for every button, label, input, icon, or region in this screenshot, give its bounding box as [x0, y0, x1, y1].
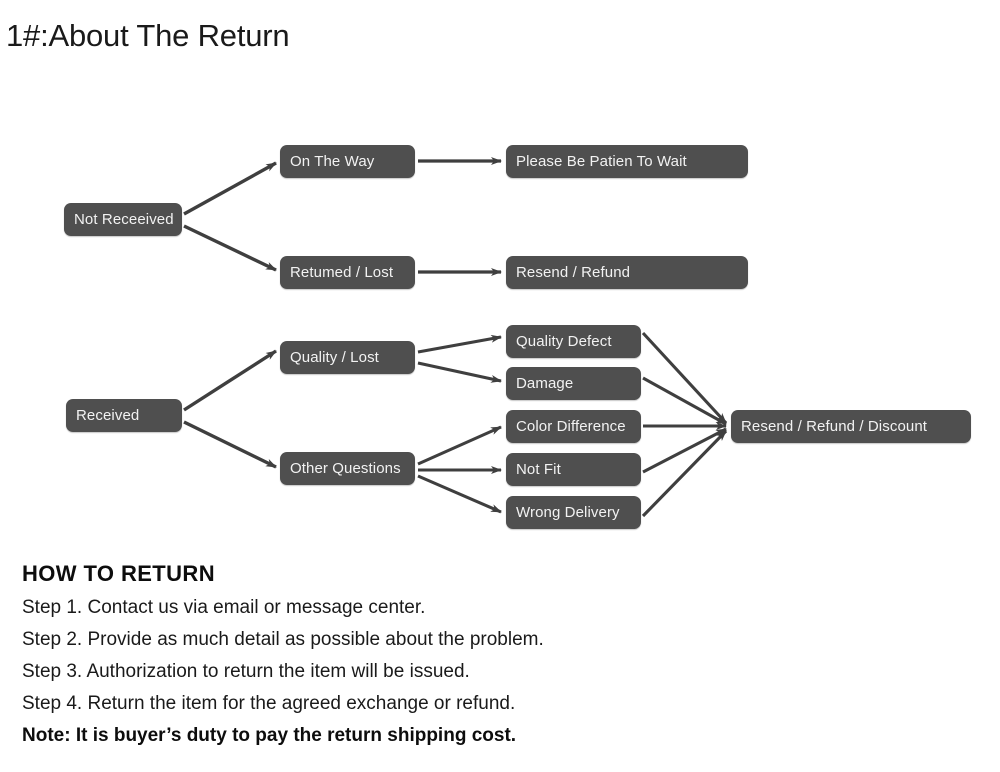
node-damage[interactable]: Damage — [506, 367, 641, 400]
node-quality-lost[interactable]: Quality / Lost — [280, 341, 415, 374]
how-to-return-note: Note: It is buyer’s duty to pay the retu… — [22, 725, 517, 747]
connector-notfit-to-outcome — [642, 427, 727, 474]
connector-notreceived-to-returnedlost — [183, 224, 277, 272]
node-wrong-delivery[interactable]: Wrong Delivery — [506, 496, 641, 529]
how-to-return-heading: HOW TO RETURN — [22, 561, 216, 586]
connector-notreceived-to-ontheway — [183, 161, 277, 216]
connector-received-to-otherquestions — [183, 420, 277, 469]
node-please-be-patient-to-wait[interactable]: Please Be Patien To Wait — [506, 145, 748, 178]
connector-qualitydefect-to-outcome — [641, 331, 728, 425]
node-other-questions[interactable]: Other Questions — [280, 452, 415, 485]
connector-qualitylost-to-qualitydefect — [417, 334, 502, 354]
how-to-return-step-1: Step 1. Contact us via email or message … — [22, 597, 426, 619]
node-resend-refund-discount[interactable]: Resend / Refund / Discount — [731, 410, 971, 443]
connector-qualitylost-to-damage — [417, 361, 502, 383]
node-on-the-way[interactable]: On The Way — [280, 145, 415, 178]
connector-wrongdelivery-to-outcome — [641, 429, 728, 518]
node-returned-lost[interactable]: Retumed / Lost — [280, 256, 415, 289]
how-to-return-step-4: Step 4. Return the item for the agreed e… — [22, 693, 516, 715]
page-title: 1#:About The Return — [6, 18, 290, 53]
node-color-difference[interactable]: Color Difference — [506, 410, 641, 443]
node-not-received[interactable]: Not Receeived — [64, 203, 182, 236]
node-not-fit[interactable]: Not Fit — [506, 453, 641, 486]
node-received[interactable]: Received — [66, 399, 182, 432]
connector-otherquestions-to-wrongdelivery — [417, 474, 502, 514]
how-to-return-section: HOW TO RETURN Step 1. Contact us via ema… — [22, 562, 722, 752]
node-resend-refund[interactable]: Resend / Refund — [506, 256, 748, 289]
how-to-return-step-2: Step 2. Provide as much detail as possib… — [22, 629, 544, 651]
node-quality-defect[interactable]: Quality Defect — [506, 325, 641, 358]
connector-otherquestions-to-colordifference — [417, 425, 502, 466]
connector-damage-to-outcome — [642, 376, 727, 426]
how-to-return-step-3: Step 3. Authorization to return the item… — [22, 661, 470, 683]
connector-received-to-qualitylost — [183, 349, 277, 412]
